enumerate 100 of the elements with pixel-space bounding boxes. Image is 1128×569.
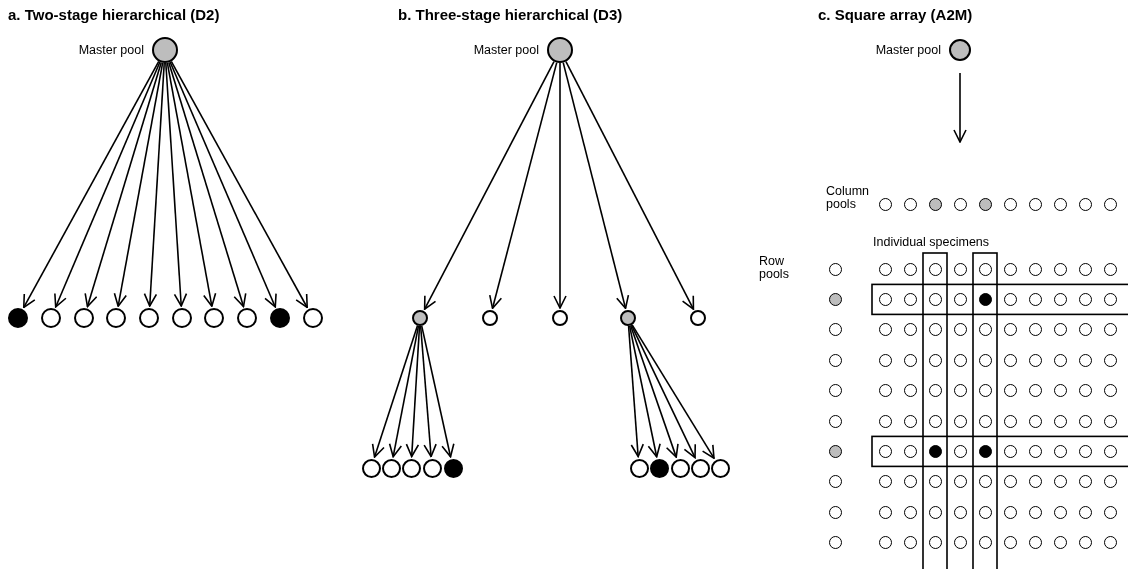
specimen-circle	[1028, 384, 1042, 398]
specimen-circle	[270, 308, 290, 328]
specimen-circle	[1078, 353, 1092, 367]
specimen-circle	[1028, 536, 1042, 550]
arrow	[169, 61, 277, 308]
specimen-circle	[978, 292, 992, 306]
pool-circle	[928, 197, 942, 211]
specimen-circle	[903, 323, 917, 337]
specimen-circle	[237, 308, 257, 328]
specimen-circle	[629, 458, 649, 478]
arrow	[54, 61, 161, 308]
specimen-circle	[953, 536, 967, 550]
specimen-circle	[978, 414, 992, 428]
specimen-circle	[41, 308, 61, 328]
specimen-circle	[978, 262, 992, 276]
pool-circle	[828, 505, 842, 519]
specimen-circle	[928, 536, 942, 550]
specimen-circle	[1028, 262, 1042, 276]
axis-label: Individual specimens	[873, 236, 991, 249]
specimen-circle	[1003, 536, 1017, 550]
specimen-circle	[903, 505, 917, 519]
specimen-circle	[172, 308, 192, 328]
specimen-circle	[903, 536, 917, 550]
specimen-circle	[903, 384, 917, 398]
specimen-circle	[649, 458, 669, 478]
specimen-circle	[903, 444, 917, 458]
specimen-circle	[903, 353, 917, 367]
pool-circle	[1103, 197, 1117, 211]
specimen-circle	[878, 444, 892, 458]
specimen-circle	[690, 310, 706, 326]
pool-circle	[828, 414, 842, 428]
specimen-circle	[903, 475, 917, 489]
specimen-circle	[361, 458, 381, 478]
specimen-circle	[903, 262, 917, 276]
pool-circle	[828, 292, 842, 306]
pool-circle	[978, 197, 992, 211]
specimen-circle	[482, 310, 498, 326]
pool-circle	[828, 536, 842, 550]
specimen-circle	[1028, 475, 1042, 489]
specimen-circle	[1053, 384, 1067, 398]
pool-circle	[620, 310, 636, 326]
specimen-circle	[1078, 505, 1092, 519]
specimen-circle	[1103, 353, 1117, 367]
pool-label: Master pool	[473, 43, 539, 57]
specimen-circle	[690, 458, 710, 478]
specimen-circle	[953, 323, 967, 337]
specimen-circle	[1103, 475, 1117, 489]
specimen-circle	[928, 444, 942, 458]
specimen-circle	[1053, 475, 1067, 489]
arrow	[22, 60, 160, 309]
specimen-circle	[953, 262, 967, 276]
arrow	[423, 60, 555, 310]
specimen-circle	[928, 384, 942, 398]
pool-circle	[828, 475, 842, 489]
axis-label: Row pools	[759, 255, 790, 281]
specimen-circle	[1078, 414, 1092, 428]
pool-circle	[828, 444, 842, 458]
specimen-circle	[1028, 505, 1042, 519]
panel-title: a. Two-stage hierarchical (D2)	[8, 6, 220, 23]
specimen-circle	[953, 444, 967, 458]
specimen-circle	[1078, 536, 1092, 550]
specimen-circle	[953, 384, 967, 398]
specimen-circle	[928, 505, 942, 519]
specimen-circle	[1103, 505, 1117, 519]
arrow	[166, 62, 217, 307]
specimen-circle	[928, 414, 942, 428]
arrow	[84, 61, 163, 308]
specimen-circle	[670, 458, 690, 478]
specimen-circle	[978, 323, 992, 337]
specimen-circle	[953, 505, 967, 519]
specimen-circle	[978, 505, 992, 519]
pool-circle	[828, 323, 842, 337]
specimen-circle	[1003, 505, 1017, 519]
specimen-circle	[204, 308, 224, 328]
specimen-circle	[978, 444, 992, 458]
specimen-circle	[953, 353, 967, 367]
specimen-circle	[381, 458, 401, 478]
specimen-circle	[928, 353, 942, 367]
specimen-circle	[928, 292, 942, 306]
specimen-circle	[1103, 384, 1117, 398]
specimen-circle	[710, 458, 730, 478]
specimen-circle	[1103, 444, 1117, 458]
specimen-circle	[422, 458, 442, 478]
arrow	[553, 62, 567, 309]
arrow	[420, 325, 455, 458]
specimen-circle	[1003, 323, 1017, 337]
arrow	[388, 325, 420, 458]
specimen-circle	[978, 475, 992, 489]
pool-circle	[828, 353, 842, 367]
arrow	[562, 61, 630, 310]
pool-label: Master pool	[78, 43, 144, 57]
specimen-circle	[978, 384, 992, 398]
specimen-circle	[1103, 536, 1117, 550]
specimen-circle	[1003, 444, 1017, 458]
specimen-circle	[1053, 353, 1067, 367]
specimen-circle	[953, 292, 967, 306]
specimen-circle	[878, 505, 892, 519]
specimen-circle	[74, 308, 94, 328]
specimen-circle	[928, 323, 942, 337]
specimen-circle	[1078, 323, 1092, 337]
